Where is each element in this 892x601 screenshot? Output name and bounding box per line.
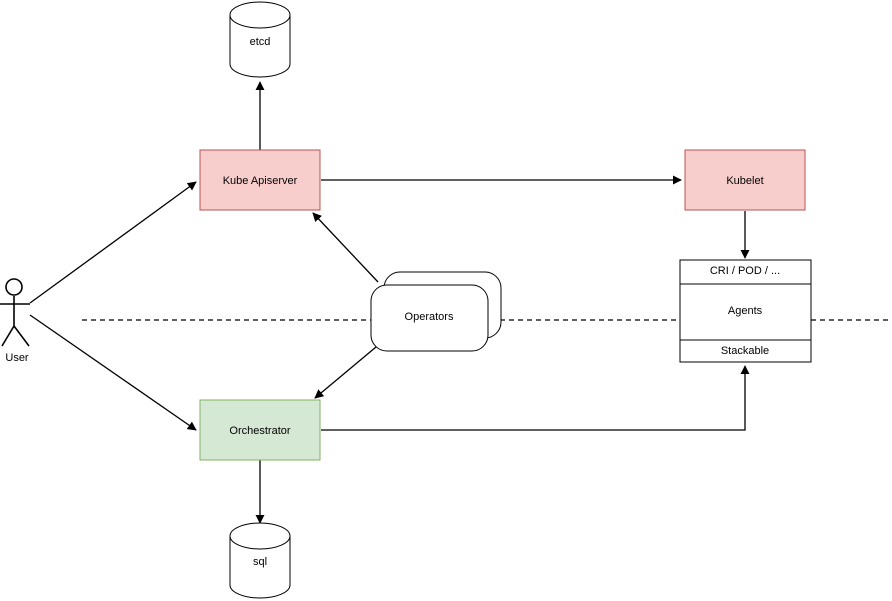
operators-label: Operators bbox=[405, 311, 454, 323]
kube-apiserver-label: Kube Apiserver bbox=[223, 175, 298, 187]
sql-label: sql bbox=[253, 556, 267, 568]
etcd-cylinder-body bbox=[229, 14, 291, 78]
kubelet-box bbox=[684, 149, 806, 211]
edges bbox=[29, 81, 750, 524]
kubelet-label: Kubelet bbox=[726, 175, 763, 187]
etcd-label: etcd bbox=[250, 36, 271, 48]
node-kubelet[interactable]: Kubelet bbox=[684, 149, 806, 211]
operators-front-card bbox=[370, 284, 489, 352]
sql-cylinder-top bbox=[229, 522, 291, 550]
node-operators[interactable]: Operators bbox=[370, 271, 502, 352]
agents-cri-label: CRI / POD / ... bbox=[710, 265, 780, 277]
user-head-icon bbox=[5, 278, 23, 296]
node-agents-stack[interactable]: CRI / POD / ... Agents Stackable bbox=[679, 259, 812, 363]
edge-orchestrator-to-stackable bbox=[321, 365, 750, 431]
node-kube-apiserver[interactable]: Kube Apiserver bbox=[199, 149, 321, 211]
edge-user-to-orchestrator bbox=[29, 314, 197, 431]
sql-cylinder-body bbox=[229, 535, 291, 599]
user-right-leg-icon bbox=[13, 325, 30, 347]
node-sql[interactable]: sql bbox=[229, 522, 291, 599]
node-etcd[interactable]: etcd bbox=[229, 1, 291, 78]
user-label: User bbox=[5, 352, 29, 364]
edge-user-to-kube-apiserver bbox=[29, 181, 197, 304]
etcd-cylinder-top bbox=[229, 1, 291, 29]
edge-operators-to-kube-apiserver bbox=[312, 212, 379, 283]
agents-middle-label: Agents bbox=[728, 305, 763, 317]
orchestrator-label: Orchestrator bbox=[229, 425, 290, 437]
orchestrator-box bbox=[199, 399, 321, 461]
kube-apiserver-box bbox=[199, 149, 321, 211]
agents-stackable-label: Stackable bbox=[721, 345, 769, 357]
agents-stackable-row bbox=[679, 339, 812, 363]
node-user[interactable]: User bbox=[0, 278, 30, 364]
agents-middle-row bbox=[679, 283, 812, 341]
user-left-leg-icon bbox=[1, 325, 15, 347]
node-orchestrator[interactable]: Orchestrator bbox=[199, 399, 321, 461]
edge-operators-to-orchestrator bbox=[314, 346, 377, 399]
agents-cri-row bbox=[679, 259, 812, 285]
